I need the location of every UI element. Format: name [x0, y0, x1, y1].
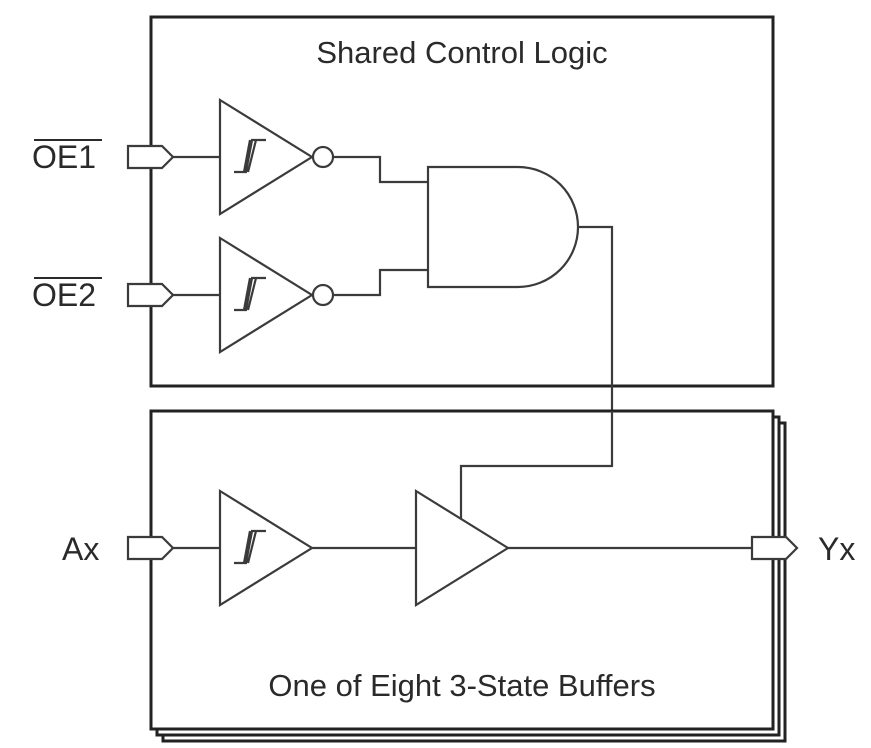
shared-control-logic-title: Shared Control Logic	[316, 35, 607, 70]
oe2-input-pin	[126, 282, 175, 308]
oe2-label: OE2	[32, 277, 96, 313]
enable-wire-inside	[459, 411, 614, 522]
ax-input-pin	[126, 535, 175, 561]
ax-schmitt-buffer	[218, 489, 315, 607]
tristate-buffer	[414, 489, 511, 607]
buffer-block-title: One of Eight 3-State Buffers	[268, 668, 655, 703]
oe1-label: OE1	[32, 139, 96, 175]
oe1-schmitt-inverter	[218, 98, 335, 216]
oe2-schmitt-inverter	[218, 236, 335, 354]
yx-label: Yx	[818, 531, 855, 567]
oe1-wire-to-and	[333, 155, 428, 184]
oe2-wire-to-and	[333, 268, 428, 297]
yx-output-pin	[750, 535, 799, 561]
ax-label: Ax	[62, 531, 99, 567]
shared-control-logic-box	[149, 15, 775, 388]
oe1-input-pin	[126, 144, 175, 170]
and-gate	[426, 165, 580, 289]
